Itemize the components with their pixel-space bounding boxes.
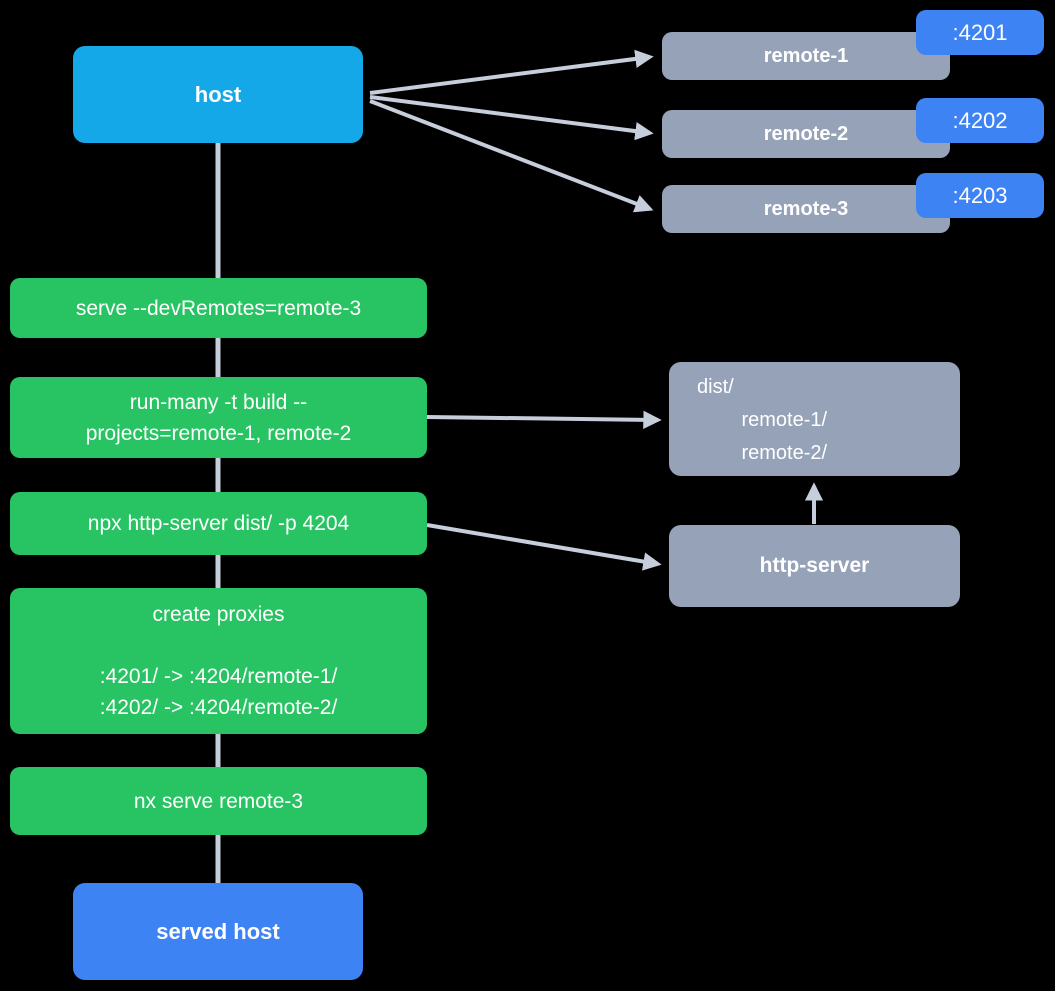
step-run-many-build: run-many -t build -- projects=remote-1, … [10, 377, 427, 458]
arrow-build-to-dist [426, 410, 662, 430]
remote-1-label: remote-1 [763, 44, 849, 67]
step-serve-dev-remotes: serve --devRemotes=remote-3 [10, 278, 427, 338]
arrow-host-to-remote-3 [369, 99, 654, 213]
served-host-node: served host [73, 883, 363, 980]
remote-2-label: remote-2 [763, 122, 849, 145]
host-node: host [73, 46, 363, 143]
host-label: host [194, 81, 242, 107]
dist-output-node: dist/ remote-1/ remote-2/ [669, 362, 960, 476]
remote-1-port: :4201 [952, 19, 1008, 45]
remote-1-port-badge: :4201 [916, 10, 1044, 55]
http-server-label: http-server [759, 554, 870, 577]
remote-2-node: remote-2 [662, 110, 950, 158]
remote-3-port: :4203 [952, 182, 1008, 208]
step-nx-serve-remote-3: nx serve remote-3 [10, 767, 427, 835]
step-npx-http-server: npx http-server dist/ -p 4204 [10, 492, 427, 555]
remote-3-port-badge: :4203 [916, 173, 1044, 218]
remote-3-label: remote-3 [763, 197, 849, 220]
remote-3-node: remote-3 [662, 185, 950, 233]
remote-2-port: :4202 [952, 107, 1008, 133]
arrow-host-to-remote-2 [369, 95, 654, 141]
remote-2-port-badge: :4202 [916, 98, 1044, 143]
arrow-command-to-http-server [426, 523, 662, 571]
step-create-proxies: create proxies :4201/ -> :4204/remote-1/… [10, 588, 427, 734]
arrow-host-to-remote-1 [369, 49, 654, 95]
remote-1-node: remote-1 [662, 32, 950, 80]
served-host-label: served host [156, 918, 280, 944]
http-server-node: http-server [669, 525, 960, 607]
